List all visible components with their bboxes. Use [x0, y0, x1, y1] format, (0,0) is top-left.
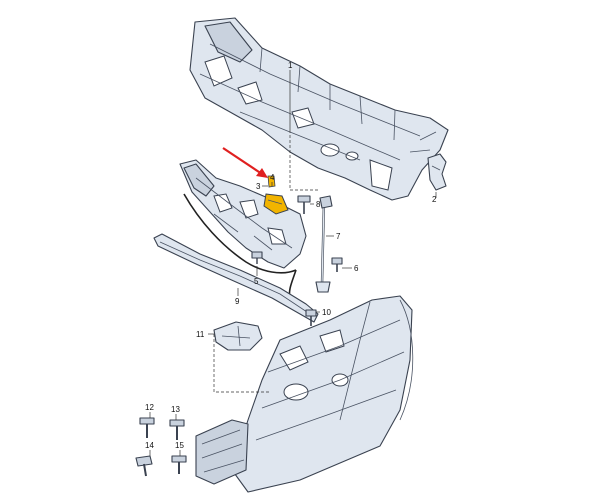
clip-13[interactable]: [169, 419, 185, 440]
bracket-plate[interactable]: [213, 321, 263, 351]
bolt-6[interactable]: [331, 257, 343, 272]
callout-3: 3: [256, 182, 261, 191]
screw-12[interactable]: [139, 417, 155, 438]
callout-15: 15: [175, 441, 184, 450]
callout-6: 6: [354, 264, 359, 273]
bulkhead-panel[interactable]: [189, 17, 449, 201]
callout-labels: 1 2 3 4 5 6 7 8 9 10 11 12 13 14 15: [145, 61, 437, 450]
bolt-10[interactable]: [305, 309, 317, 326]
screw-14[interactable]: [135, 455, 153, 477]
bolt-8[interactable]: [297, 195, 311, 214]
callout-7: 7: [336, 232, 341, 241]
callout-4: 4: [270, 173, 275, 182]
red-arrow-icon: [222, 147, 268, 178]
highlighted-clip[interactable]: [263, 175, 289, 215]
callout-9: 9: [235, 297, 240, 306]
side-bracket[interactable]: [427, 153, 447, 191]
leader-lines: [149, 70, 437, 456]
callout-12: 12: [145, 403, 154, 412]
callout-11: 11: [196, 330, 205, 339]
body-frame: [195, 295, 414, 493]
clip-15[interactable]: [171, 455, 187, 474]
long-seal-strip[interactable]: [153, 233, 319, 323]
callout-14: 14: [145, 441, 154, 450]
callout-5: 5: [254, 277, 259, 286]
callout-13: 13: [171, 405, 180, 414]
callout-1: 1: [288, 61, 293, 70]
plenum-cover[interactable]: [179, 159, 307, 269]
callout-2: 2: [432, 195, 437, 204]
callout-10: 10: [322, 308, 331, 317]
strut-rod[interactable]: [315, 195, 333, 293]
nut-5[interactable]: [251, 251, 263, 264]
callout-8: 8: [316, 200, 321, 209]
